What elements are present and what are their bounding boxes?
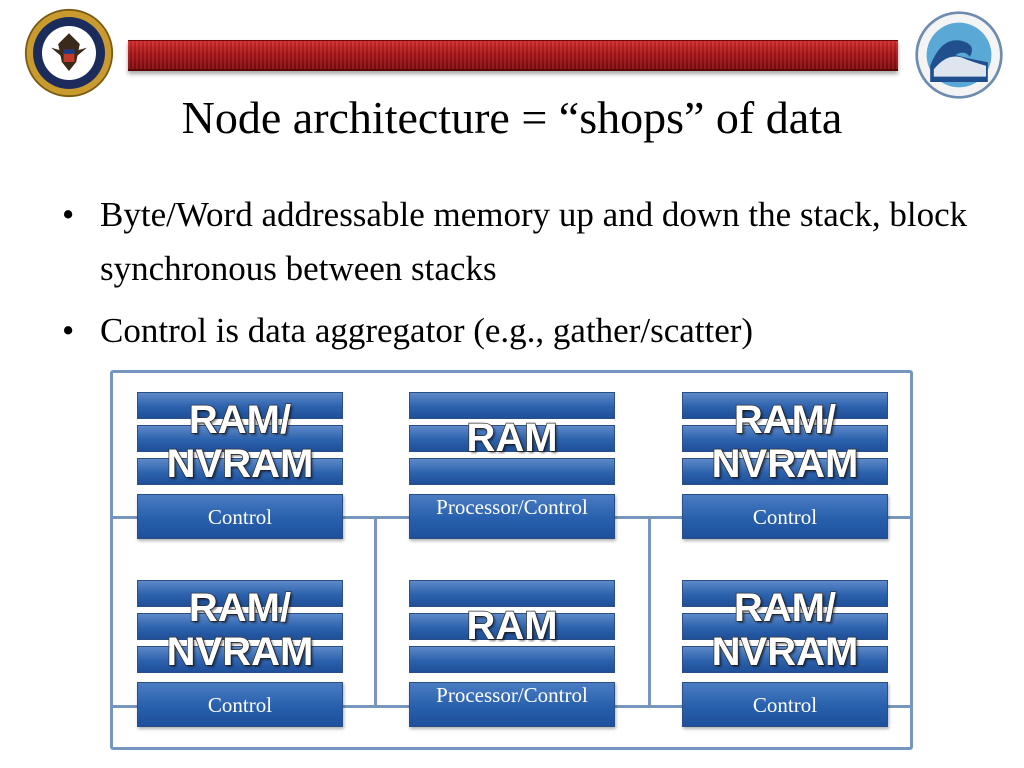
bullet-list: Byte/Word addressable memory up and down…: [62, 188, 982, 366]
header-banner: [128, 40, 898, 71]
bullet-item: Control is data aggregator (e.g., gather…: [62, 304, 982, 358]
control-block: Control: [682, 682, 888, 727]
memory-bar: [137, 425, 343, 452]
connector-line: [110, 705, 140, 708]
memory-bar: [137, 613, 343, 640]
control-label: Processor/Control: [436, 683, 588, 707]
connector-line: [342, 705, 410, 708]
control-label: Control: [207, 505, 273, 529]
connector-line: [648, 516, 651, 706]
memory-bar: [682, 613, 888, 640]
control-label: Processor/Control: [436, 495, 588, 519]
control-block: Control: [137, 494, 343, 539]
node-bottom-left: RAM/ NVRAM Control: [137, 580, 343, 728]
memory-bar: [409, 458, 615, 485]
memory-bar: [682, 458, 888, 485]
research-directorate-wave-icon: [915, 11, 1003, 99]
memory-bar: [409, 425, 615, 452]
node-top-center: RAM Processor/Control: [409, 392, 615, 540]
bullet-item: Byte/Word addressable memory up and down…: [62, 188, 982, 296]
connector-line: [614, 516, 684, 519]
control-label: Control: [752, 505, 818, 529]
memory-bar: [409, 613, 615, 640]
node-top-left: RAM/ NVRAM Control: [137, 392, 343, 540]
connector-line: [110, 516, 140, 519]
control-block: Control: [682, 494, 888, 539]
connector-line: [342, 516, 410, 519]
memory-bar: [682, 392, 888, 419]
memory-label: RAM/ NVRAM: [166, 585, 314, 675]
memory-bar: [137, 458, 343, 485]
control-block: Control: [137, 682, 343, 727]
connector-line: [374, 516, 377, 706]
memory-bar: [137, 646, 343, 673]
memory-bar: [682, 425, 888, 452]
connector-line: [614, 705, 684, 708]
memory-label: RAM: [466, 416, 559, 460]
slide-title: Node architecture = “shops” of data: [181, 92, 843, 143]
node-bottom-center: RAM Processor/Control: [409, 580, 615, 728]
control-label: Control: [752, 693, 818, 717]
memory-label: RAM/ NVRAM: [166, 397, 314, 487]
control-label: Control: [207, 693, 273, 717]
memory-bar: [409, 580, 615, 607]
node-bottom-right: RAM/ NVRAM Control: [682, 580, 888, 728]
node-top-right: RAM/ NVRAM Control: [682, 392, 888, 540]
memory-bar: [682, 646, 888, 673]
memory-label: RAM: [466, 604, 559, 648]
memory-bar: [409, 392, 615, 419]
nsa-seal-icon: [24, 8, 114, 98]
memory-bar: [409, 646, 615, 673]
connector-line: [886, 705, 913, 708]
processor-control-block: Processor/Control: [409, 682, 615, 727]
memory-label: RAM/ NVRAM: [711, 585, 859, 675]
memory-bar: [137, 392, 343, 419]
diagram-frame: [110, 370, 913, 750]
memory-label: RAM/ NVRAM: [711, 397, 859, 487]
memory-bar: [682, 580, 888, 607]
processor-control-block: Processor/Control: [409, 494, 615, 539]
connector-line: [886, 516, 913, 519]
memory-bar: [137, 580, 343, 607]
